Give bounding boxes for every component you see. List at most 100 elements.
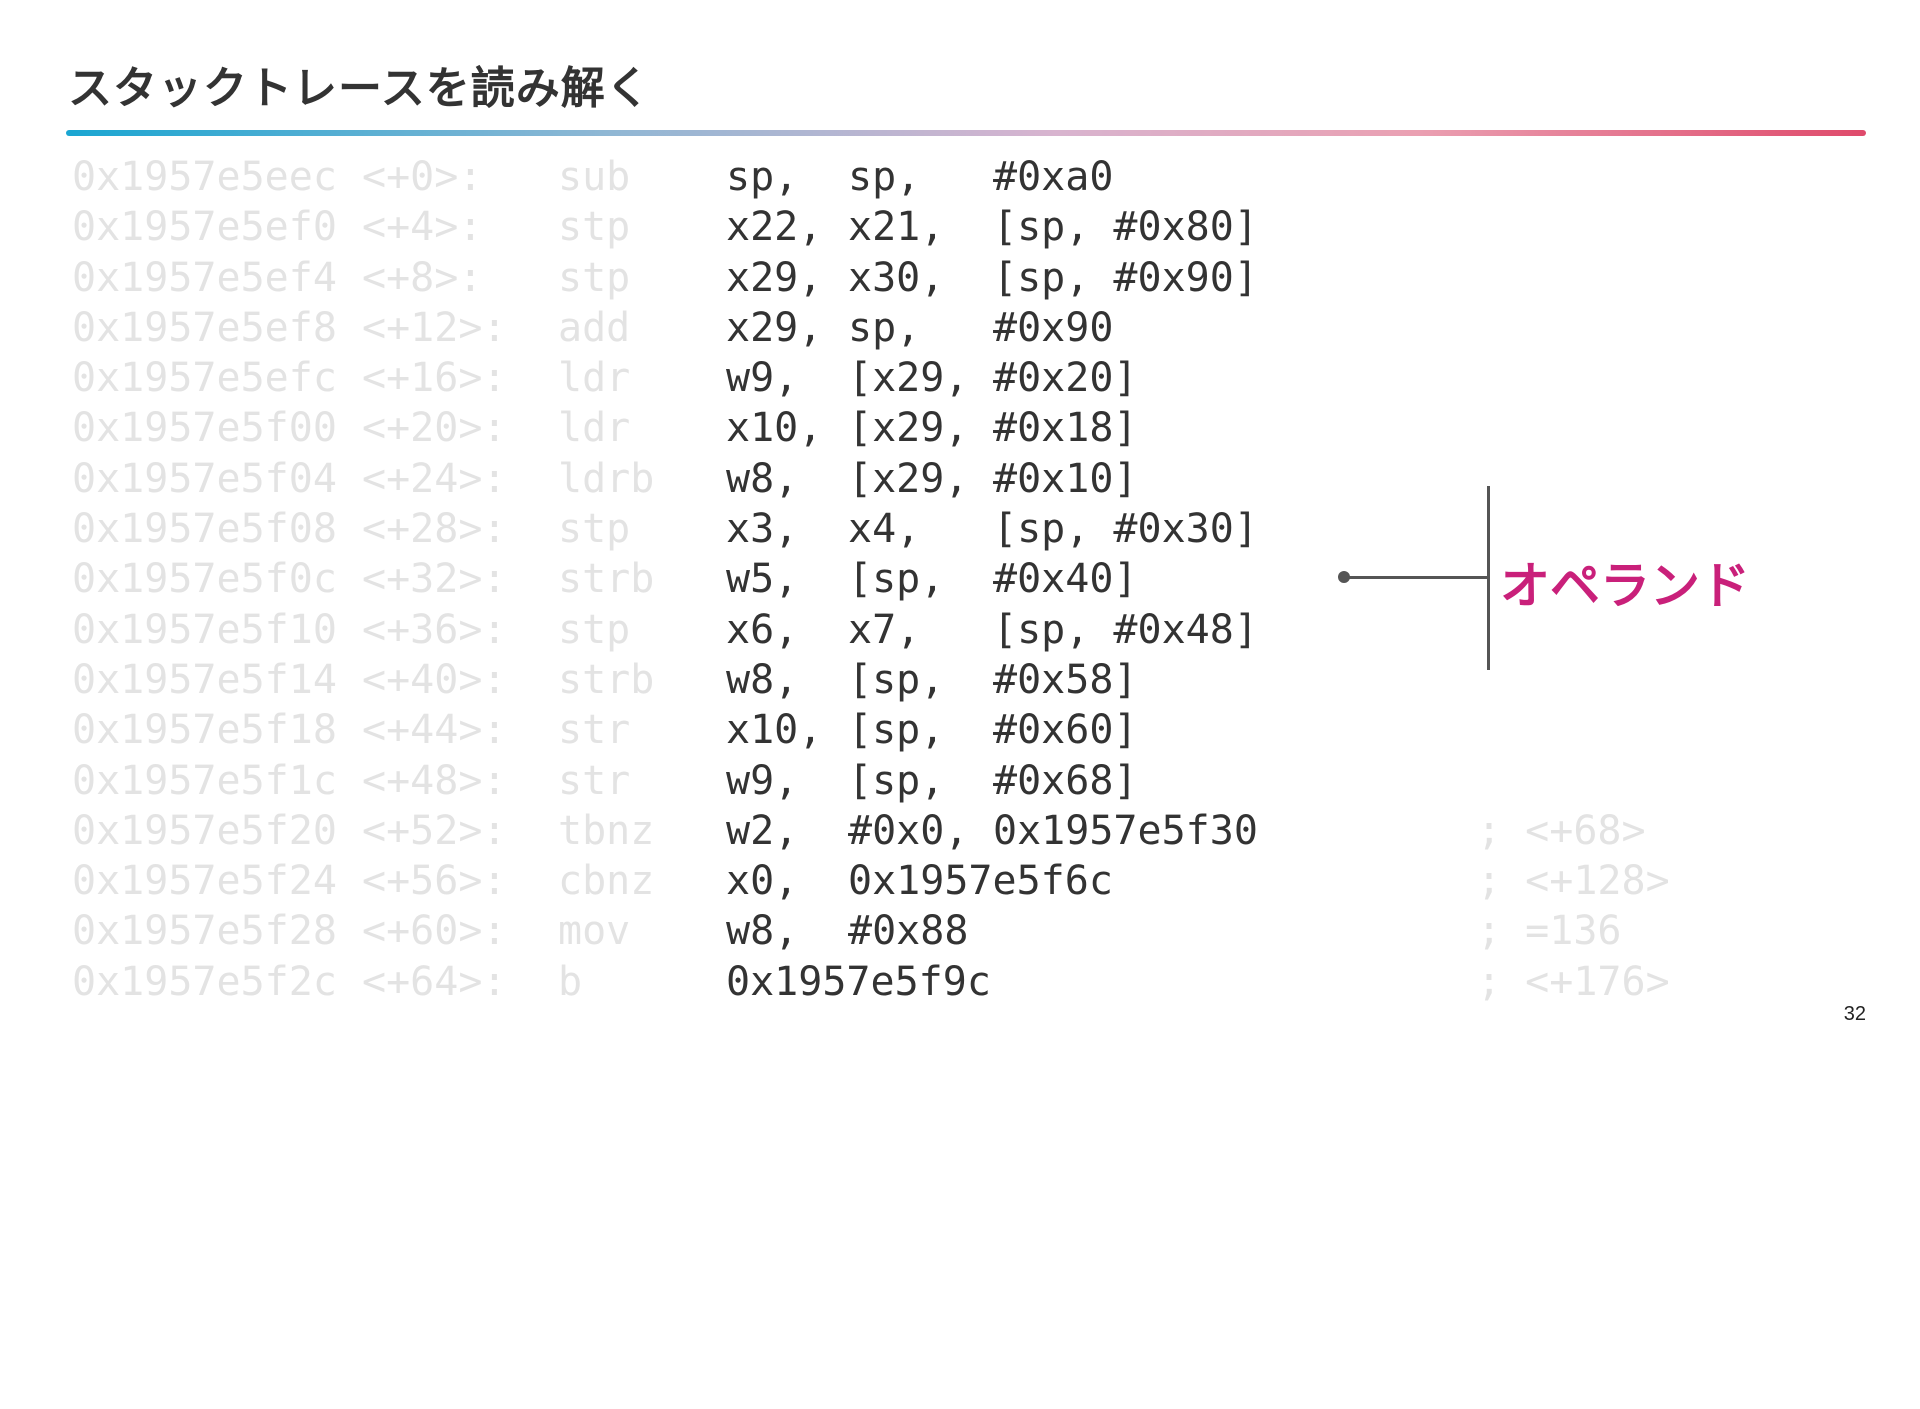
operand-1: x3,: [726, 506, 799, 553]
operand-3: #0x10]: [993, 455, 1138, 502]
operand-2: [sp,: [848, 556, 945, 603]
operand-1: w9,: [726, 355, 799, 402]
operand-pointer-line: [1344, 576, 1488, 579]
instruction-address: 0x1957e5f20: [72, 807, 337, 854]
instruction-offset: <+44>:: [362, 707, 507, 754]
operand-3: #0x58]: [993, 656, 1138, 703]
instruction-comment: ; <+176>: [1477, 958, 1670, 1005]
instruction-row: 0x1957e5f0c <+32>: strb w5, [sp, #0x40]: [72, 554, 1138, 604]
instruction-row: 0x1957e5f28 <+60>: mov w8, #0x88 ; =136: [72, 906, 1622, 956]
operand-2: [sp,: [848, 757, 945, 804]
instruction-offset: <+24>:: [362, 455, 507, 502]
instruction-offset: <+36>:: [362, 606, 507, 653]
instruction-row: 0x1957e5f00 <+20>: ldr x10, [x29, #0x18]: [72, 403, 1138, 453]
operand-2: sp,: [848, 304, 921, 351]
title-gradient-rule: [66, 130, 1866, 136]
instruction-address: 0x1957e5f1c: [72, 757, 337, 804]
instruction-offset: <+0>:: [362, 154, 483, 200]
page-number: 32: [1843, 1003, 1866, 1025]
instruction-offset: <+20>:: [362, 405, 507, 452]
operand-1: w2,: [726, 807, 799, 854]
operand-3: #0x18]: [993, 405, 1138, 452]
operand-3: [sp, #0x48]: [993, 606, 1258, 653]
disassembly-listing: 0x1957e5eec <+0>: sub sp, sp, #0xa0 0x19…: [72, 152, 1670, 1007]
instruction-address: 0x1957e5f14: [72, 656, 337, 703]
instruction-mnemonic: stp: [558, 606, 631, 653]
instruction-offset: <+32>:: [362, 556, 507, 603]
instruction-offset: <+48>:: [362, 757, 507, 804]
instruction-offset: <+64>:: [362, 958, 507, 1005]
instruction-mnemonic: mov: [558, 908, 631, 955]
instruction-address: 0x1957e5eec: [72, 154, 337, 200]
operand-3: [sp, #0x80]: [993, 204, 1258, 251]
operand-3: 0x1957e5f30: [993, 807, 1258, 854]
instruction-offset: <+12>:: [362, 304, 507, 351]
instruction-mnemonic: ldr: [558, 355, 631, 402]
operand-bracket-line: [1487, 486, 1490, 670]
operand-3: [sp, #0x90]: [993, 254, 1258, 301]
instruction-mnemonic: b: [558, 958, 583, 1005]
instruction-address: 0x1957e5f0c: [72, 556, 337, 603]
instruction-address: 0x1957e5efc: [72, 355, 337, 402]
operand-1: w5,: [726, 556, 799, 603]
instruction-row: 0x1957e5efc <+16>: ldr w9, [x29, #0x20]: [72, 353, 1138, 403]
instruction-mnemonic: strb: [558, 656, 655, 703]
instruction-row: 0x1957e5f10 <+36>: stp x6, x7, [sp, #0x4…: [72, 605, 1258, 655]
operand-3: [sp, #0x30]: [993, 506, 1258, 553]
operand-2: x21,: [848, 204, 945, 251]
instruction-mnemonic: str: [558, 757, 631, 804]
instruction-offset: <+40>:: [362, 656, 507, 703]
instruction-address: 0x1957e5f04: [72, 455, 337, 502]
instruction-row: 0x1957e5f24 <+56>: cbnz x0, 0x1957e5f6c …: [72, 856, 1670, 906]
instruction-mnemonic: ldrb: [558, 455, 655, 502]
instruction-offset: <+52>:: [362, 807, 507, 854]
operand-1: x0,: [726, 858, 799, 905]
instruction-address: 0x1957e5f00: [72, 405, 337, 452]
instruction-mnemonic: stp: [558, 254, 631, 301]
instruction-offset: <+16>:: [362, 355, 507, 402]
instruction-offset: <+28>:: [362, 506, 507, 553]
operand-1: x6,: [726, 606, 799, 653]
operand-3: #0x90: [993, 304, 1114, 351]
operand-1: 0x1957e5f9c: [726, 958, 991, 1005]
instruction-address: 0x1957e5ef0: [72, 204, 337, 251]
instruction-address: 0x1957e5f10: [72, 606, 337, 653]
instruction-row: 0x1957e5f08 <+28>: stp x3, x4, [sp, #0x3…: [72, 504, 1258, 554]
operand-2: [sp,: [848, 707, 945, 754]
operand-pointer-dot: [1338, 571, 1350, 583]
instruction-address: 0x1957e5f24: [72, 858, 337, 905]
operand-3: #0xa0: [993, 154, 1114, 200]
operand-1: w8,: [726, 908, 799, 955]
instruction-mnemonic: tbnz: [558, 807, 655, 854]
instruction-row: 0x1957e5f14 <+40>: strb w8, [sp, #0x58]: [72, 655, 1138, 705]
instruction-address: 0x1957e5f18: [72, 707, 337, 754]
instruction-mnemonic: ldr: [558, 405, 631, 452]
operand-2: x7,: [848, 606, 921, 653]
operand-2: #0x0,: [848, 807, 969, 854]
operand-2: x30,: [848, 254, 945, 301]
operand-3: #0x20]: [993, 355, 1138, 402]
operand-1: w8,: [726, 656, 799, 703]
operand-1: w8,: [726, 455, 799, 502]
operand-2: #0x88: [848, 908, 969, 955]
instruction-mnemonic: str: [558, 707, 631, 754]
operand-2: [x29,: [848, 405, 969, 452]
instruction-row: 0x1957e5f18 <+44>: str x10, [sp, #0x60]: [72, 705, 1138, 755]
instruction-mnemonic: sub: [558, 154, 631, 200]
operand-2: x4,: [848, 506, 921, 553]
instruction-address: 0x1957e5ef8: [72, 304, 337, 351]
instruction-row: 0x1957e5ef0 <+4>: stp x22, x21, [sp, #0x…: [72, 202, 1258, 252]
slide-title: スタックトレースを読み解く: [68, 63, 651, 114]
instruction-row: 0x1957e5f04 <+24>: ldrb w8, [x29, #0x10]: [72, 454, 1138, 504]
instruction-mnemonic: stp: [558, 506, 631, 553]
operand-annotation-label: オペランド: [1500, 557, 1750, 615]
instruction-address: 0x1957e5f08: [72, 506, 337, 553]
operand-1: sp,: [726, 154, 799, 200]
instruction-mnemonic: stp: [558, 204, 631, 251]
operand-2: 0x1957e5f6c: [848, 858, 1113, 905]
instruction-mnemonic: cbnz: [558, 858, 655, 905]
instruction-offset: <+8>:: [362, 254, 483, 301]
instruction-address: 0x1957e5f28: [72, 908, 337, 955]
operand-1: x22,: [726, 204, 823, 251]
operand-1: x29,: [726, 304, 823, 351]
